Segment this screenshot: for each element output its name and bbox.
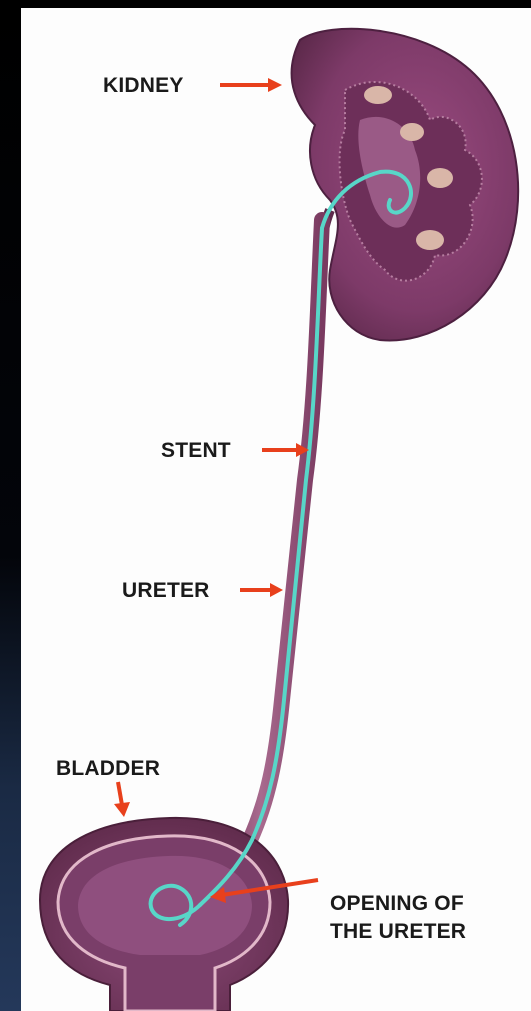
kidney-arrow [220, 78, 282, 92]
ureter-arrow [240, 583, 283, 597]
stent-label: STENT [161, 440, 231, 461]
kidney-label: KIDNEY [103, 75, 184, 96]
opening-label-line1: OPENING OF [330, 890, 466, 918]
bladder-label: BLADDER [56, 758, 160, 779]
bladder-shape [40, 818, 288, 1011]
ureter-label: URETER [122, 580, 210, 601]
bladder-arrow [114, 782, 130, 817]
opening-label: OPENING OF THE URETER [330, 890, 466, 946]
opening-label-line2: THE URETER [330, 918, 466, 946]
ureter-tube [200, 220, 322, 905]
